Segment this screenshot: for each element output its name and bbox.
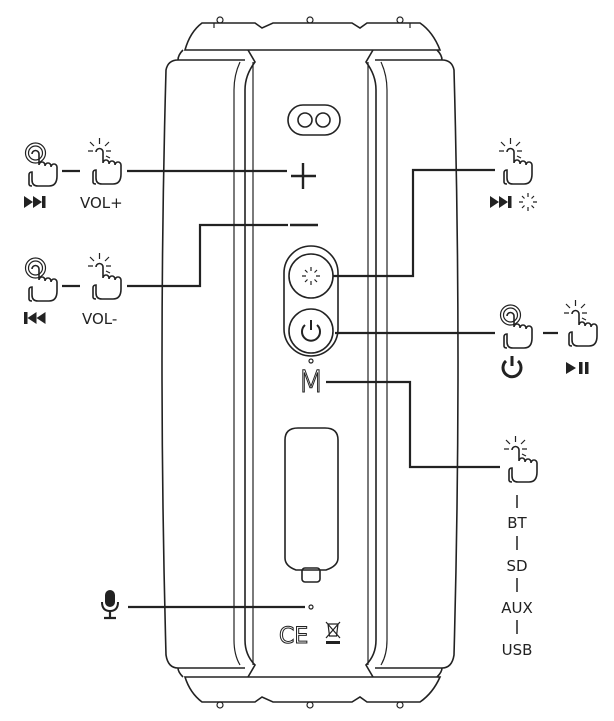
long-press-hand-icon — [26, 143, 58, 186]
short-press-hand-icon — [564, 300, 597, 346]
short-press-hand-icon — [88, 253, 121, 299]
light-button[interactable] — [288, 253, 334, 299]
bottom-cap — [183, 676, 442, 703]
light-icon — [301, 266, 321, 286]
power-icon — [301, 320, 321, 342]
short-press-hand-icon — [499, 138, 532, 184]
long-press-hand-icon — [501, 305, 533, 348]
next-track-icon — [490, 196, 512, 208]
light-callout — [490, 138, 538, 212]
top-cap — [183, 22, 442, 51]
power-callout — [501, 300, 598, 379]
previous-track-icon — [24, 312, 46, 324]
mode-callout: BT SD AUX USB — [501, 436, 537, 659]
microphone-hole — [308, 604, 314, 610]
svg-text:CE: CE — [279, 624, 308, 649]
mode-aux: AUX — [501, 599, 533, 617]
next-track-icon — [24, 196, 46, 208]
volume-up-button[interactable] — [291, 163, 316, 189]
right-grille — [375, 59, 459, 669]
svg-text:VOL+: VOL+ — [80, 194, 123, 212]
microphone-callout — [101, 590, 119, 620]
short-press-hand-icon — [88, 138, 121, 184]
mode-sd: SD — [506, 557, 527, 575]
speaker-body: M CE — [161, 16, 459, 709]
callout-lines — [62, 168, 558, 634]
left-grille — [161, 59, 245, 669]
mode-usb: USB — [502, 641, 533, 659]
volume-up-callout: VOL+ — [24, 138, 123, 212]
power-icon — [501, 356, 523, 379]
center-strip — [244, 49, 377, 678]
microphone-icon — [101, 590, 119, 620]
volume-down-callout: VOL- — [24, 253, 121, 328]
weee-icon — [325, 621, 341, 644]
long-press-hand-icon — [26, 258, 58, 301]
port-cover — [284, 427, 339, 571]
short-press-hand-icon — [504, 436, 537, 482]
play-pause-icon — [566, 362, 589, 374]
charge-port-oval — [287, 104, 341, 136]
mode-bt: BT — [507, 514, 527, 532]
light-icon — [518, 192, 538, 212]
power-button[interactable] — [288, 308, 334, 354]
mode-button[interactable]: M — [298, 365, 325, 401]
svg-text:VOL-: VOL- — [82, 310, 117, 328]
